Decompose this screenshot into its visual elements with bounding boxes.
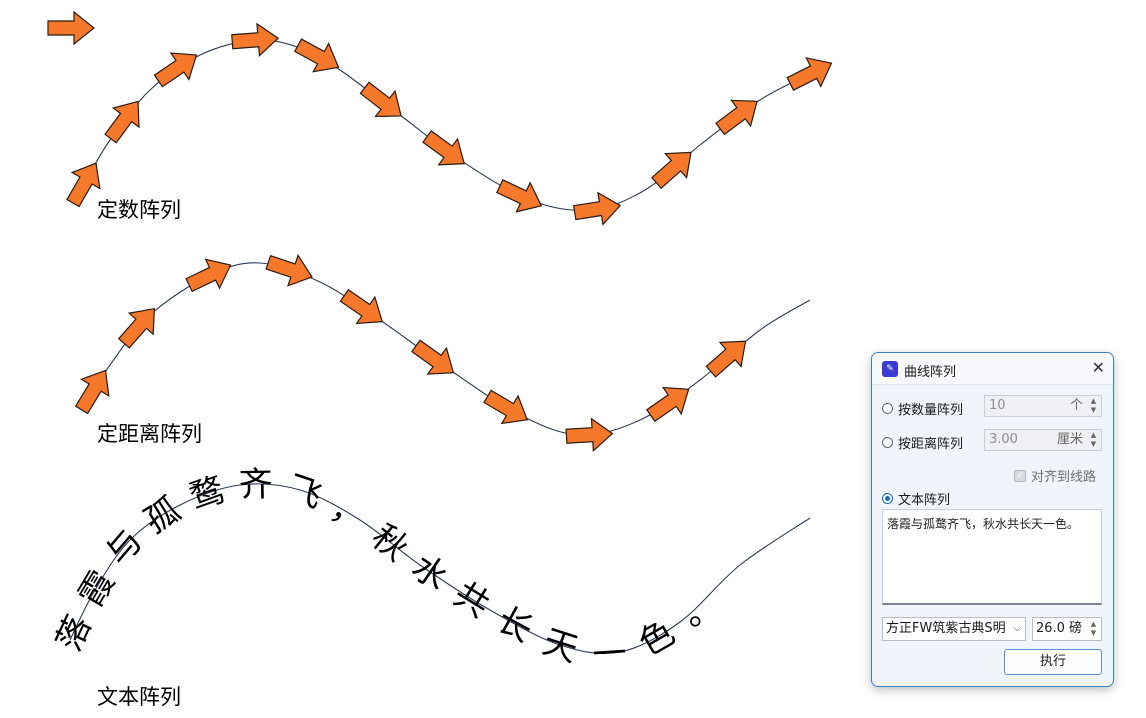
distance-spin[interactable]: ▲▼ (1090, 431, 1097, 448)
text-input[interactable]: 落霞与孤鹜齐飞，秋水共长天一色。 (882, 509, 1102, 605)
curve-text-char: 。 (671, 582, 723, 634)
fixed-distance-arrow[interactable] (479, 383, 535, 434)
fixed-count-arrow[interactable] (493, 172, 548, 221)
fixed-distance-arrow[interactable] (263, 247, 317, 292)
count-unit: 个 (1069, 398, 1083, 413)
distance-stepper[interactable]: 3.00 厘米 ▲▼ (984, 429, 1102, 451)
close-icon[interactable]: ✕ (1091, 358, 1105, 377)
fixed-count-arrow[interactable] (783, 49, 838, 98)
fixed-distance-arrow[interactable] (182, 251, 237, 300)
standalone-arrow[interactable] (47, 10, 95, 46)
fixed-distance-arrow[interactable] (642, 376, 698, 428)
by-distance-option[interactable]: 按距离阵列 (882, 433, 963, 452)
curve-array-dialog: ✎ 曲线阵列 ✕ 按数量阵列 10 个 ▲▼ 按距离阵列 3.00 厘米 ▲▼ … (871, 352, 1114, 687)
curve-text-char: 飞 (282, 468, 327, 517)
fixed-count-arrow[interactable] (290, 31, 346, 81)
fixed-count-arrow[interactable] (98, 92, 151, 148)
curve-text-char: 落 (49, 609, 100, 657)
curve-text-char: 鹜 (184, 470, 230, 519)
caption-fixed-distance: 定距离阵列 (97, 422, 202, 446)
fixed-count-row (59, 22, 838, 229)
source-arrow[interactable] (47, 10, 95, 46)
font-size-unit: 磅 (1069, 621, 1083, 636)
curve-text-char: 霞 (71, 564, 123, 614)
count-stepper[interactable]: 10 个 ▲▼ (984, 395, 1102, 417)
font-value: 方正FW筑紫古典S明 (886, 621, 1006, 636)
text-array-curve[interactable] (69, 483, 811, 655)
curve-text-char: 齐 (238, 465, 273, 506)
font-size-value: 26.0 (1036, 621, 1065, 636)
text-array-row: 落霞与孤鹜齐飞，秋水共长天一色。 (49, 465, 811, 675)
fixed-count-arrow[interactable] (418, 124, 474, 177)
distance-unit: 厘米 (1056, 432, 1083, 447)
caption-fixed-count: 定数阵列 (97, 198, 181, 222)
chevron-down-icon: ⌵ (1013, 623, 1021, 634)
fixed-count-arrow[interactable] (59, 155, 110, 211)
curve-array-app-icon: ✎ (882, 361, 898, 377)
fixed-count-arrow[interactable] (231, 22, 280, 57)
curve-text-char: 共 (447, 574, 497, 626)
text-array-option[interactable]: 文本阵列 (882, 489, 950, 508)
font-size-spin[interactable]: ▲▼ (1090, 620, 1097, 637)
curve-text-char: 秋 (364, 517, 416, 569)
dialog-title: 曲线阵列 (904, 365, 957, 380)
fixed-distance-arrow[interactable] (335, 282, 391, 334)
by-count-option[interactable]: 按数量阵列 (882, 399, 963, 418)
curve-text-char: 一 (591, 633, 628, 675)
curve-text-char: 水 (404, 547, 455, 599)
dialog-titlebar[interactable]: ✎ 曲线阵列 ✕ (872, 353, 1113, 385)
fixed-distance-arrow[interactable] (112, 298, 166, 354)
text-array-label: 文本阵列 (898, 493, 951, 508)
caption-text-array: 文本阵列 (97, 685, 181, 709)
curve-text-char: 孤 (138, 490, 188, 542)
by-count-label: 按数量阵列 (898, 403, 964, 418)
font-select[interactable]: 方正FW筑紫古典S明 ⌵ (882, 617, 1026, 641)
by-count-radio[interactable] (882, 403, 893, 414)
by-distance-label: 按距离阵列 (898, 437, 964, 452)
font-size-stepper[interactable]: 26.0 磅 ▲▼ (1032, 617, 1102, 641)
execute-button[interactable]: 执行 (1004, 649, 1102, 675)
fixed-distance-arrow[interactable] (565, 417, 614, 453)
curve-text-char: 色 (632, 612, 681, 664)
fixed-count-arrow[interactable] (572, 190, 622, 229)
text-array-radio[interactable] (882, 493, 893, 504)
fixed-distance-row (68, 247, 811, 453)
count-value: 10 (989, 398, 1006, 413)
count-spin[interactable]: ▲▼ (1090, 397, 1097, 414)
by-distance-radio[interactable] (882, 437, 893, 448)
distance-value: 3.00 (989, 432, 1018, 447)
curve-text-char: 天 (538, 622, 583, 671)
fixed-count-arrow[interactable] (355, 75, 411, 128)
curve-text-char: ， (324, 488, 374, 540)
align-label: 对齐到线路 (1031, 470, 1097, 485)
fixed-count-arrow[interactable] (646, 140, 702, 194)
fixed-count-arrow[interactable] (711, 88, 767, 141)
fixed-distance-arrow[interactable] (700, 329, 756, 383)
curve-text-char: 长 (490, 600, 539, 651)
align-checkbox[interactable]: ✓ (1014, 469, 1026, 482)
fixed-distance-arrow[interactable] (68, 362, 119, 418)
fixed-count-arrow[interactable] (149, 42, 205, 94)
fixed-distance-arrow[interactable] (407, 333, 463, 386)
curve-text-char: 与 (98, 522, 150, 574)
align-to-path-option[interactable]: ✓ 对齐到线路 (1014, 466, 1096, 485)
